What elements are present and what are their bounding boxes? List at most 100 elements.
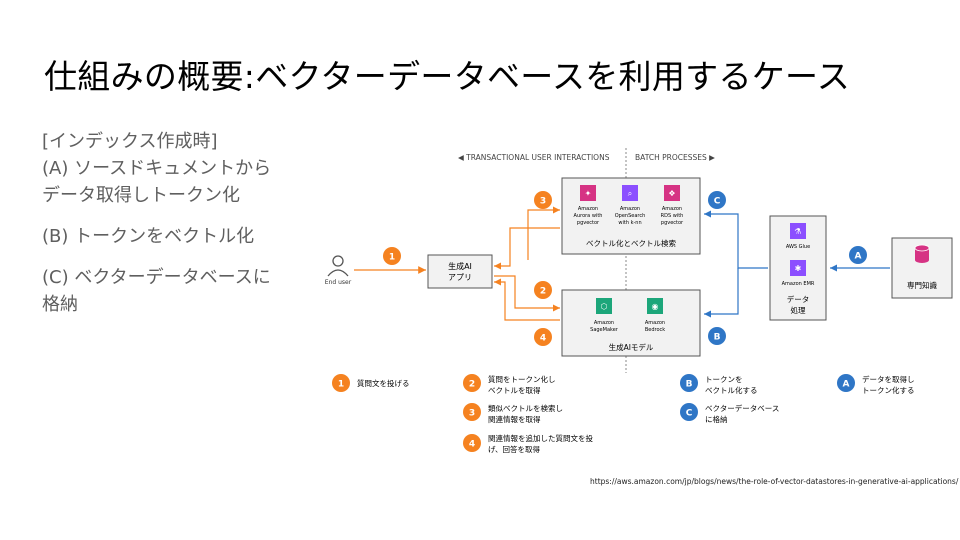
- legend-a-text-1: データを取得し: [862, 374, 915, 384]
- legend-b-text-2: ベクトル化する: [705, 385, 758, 395]
- arrow-processing-to-db: [704, 210, 768, 269]
- sagemaker-icon: [596, 298, 612, 314]
- arrow-app-to-model: [494, 275, 560, 312]
- step-3-marker: [534, 191, 552, 209]
- bullet-c-line1: (C) ベクターデータベースに: [42, 267, 271, 288]
- app-label-line2: アプリ: [448, 273, 472, 282]
- step-c-marker: [708, 191, 726, 209]
- legend-3-text-2: 関連情報を取得: [488, 414, 541, 424]
- opensearch-label-2: OpenSearch: [615, 213, 646, 219]
- aurora-label-2: Aurora with: [574, 213, 603, 219]
- emr-icon: [790, 260, 806, 276]
- legend-1-marker: [332, 374, 350, 392]
- bullet-a-line1: (A) ソースドキュメントから: [42, 158, 272, 179]
- genai-app-box: [427, 254, 493, 289]
- legend-c-marker: [680, 403, 698, 421]
- knowledge-label: 専門知識: [907, 280, 937, 290]
- processing-label-1: データ: [787, 294, 810, 304]
- aurora-icon: [580, 185, 596, 201]
- legend-c-text-1: ベクターデータベース: [705, 403, 779, 413]
- glue-label: AWS Glue: [786, 244, 810, 250]
- svg-text:❖: ❖: [668, 189, 675, 198]
- opensearch-label-1: Amazon: [620, 206, 640, 212]
- legend-1-number: 1: [338, 380, 344, 390]
- step-1-number: 1: [389, 253, 395, 263]
- legend-1-text: 質問文を投げる: [357, 378, 410, 388]
- sagemaker-label-1: Amazon: [594, 320, 614, 326]
- opensearch-label-3: with k-nn: [618, 220, 641, 226]
- header-transactional: ◀ TRANSACTIONAL USER INTERACTIONS: [458, 153, 610, 162]
- step-2-number: 2: [540, 287, 546, 297]
- aurora-label-3: pgvector: [577, 220, 600, 226]
- emr-label: Amazon EMR: [782, 281, 815, 287]
- database-icon: [914, 244, 930, 263]
- step-a-number: A: [855, 252, 862, 262]
- legend: 1 質問文を投げる 2 質問をトークン化し ベクトルを取得 3 類似ベクトルを検…: [332, 374, 915, 454]
- legend-3-text-1: 類似ベクトルを検索し: [488, 403, 563, 413]
- bullet-b: (B) トークンをベクトル化: [42, 226, 255, 247]
- rds-icon: [664, 185, 680, 201]
- legend-4-text-2: げ、回答を取得: [488, 444, 540, 454]
- slide-title: 仕組みの概要:ベクターデータベースを利用するケース: [44, 57, 850, 96]
- bullet-list: [インデックス作成時] (A) ソースドキュメントから データ取得しトークン化 …: [42, 128, 271, 318]
- end-user-label: End user: [325, 279, 352, 286]
- step-3-number: 3: [540, 197, 546, 207]
- svg-text:◉: ◉: [652, 302, 659, 311]
- legend-2-text-1: 質問をトークン化し: [488, 374, 556, 384]
- source-url: https://aws.amazon.com/jp/blogs/news/the…: [590, 477, 959, 486]
- vector-db-box-label: ベクトル化とベクトル検索: [586, 238, 676, 248]
- genai-model-box-label: 生成AIモデル: [609, 342, 654, 352]
- legend-b-text-1: トークンを: [705, 375, 743, 384]
- app-label-line1: 生成AI: [448, 261, 472, 271]
- step-4-number: 4: [540, 334, 546, 344]
- legend-4-number: 4: [469, 440, 475, 450]
- legend-2-marker: [463, 374, 481, 392]
- legend-2-text-2: ベクトルを取得: [488, 385, 541, 395]
- bedrock-label-1: Amazon: [645, 320, 665, 326]
- step-4-marker: [534, 328, 552, 346]
- arrow-processing-to-model: [704, 268, 739, 318]
- legend-a-number: A: [843, 380, 850, 390]
- arrow-db-to-app: [494, 227, 560, 270]
- legend-b-number: B: [686, 380, 693, 390]
- glue-icon: [790, 223, 806, 239]
- processing-label-2: 処理: [791, 305, 806, 315]
- legend-4-text-1: 関連情報を追加した質問文を投: [488, 433, 593, 443]
- bullet-heading: [インデックス作成時]: [42, 131, 218, 152]
- legend-c-text-2: に格納: [705, 414, 728, 424]
- legend-a-text-2: トークン化する: [862, 385, 915, 395]
- rds-label-1: Amazon: [662, 206, 682, 212]
- aurora-label-1: Amazon: [578, 206, 598, 212]
- bullet-c-line2: 格納: [42, 294, 78, 315]
- step-b-number: B: [714, 333, 721, 343]
- legend-2-number: 2: [469, 380, 475, 390]
- opensearch-icon: [622, 185, 638, 201]
- header-batch: BATCH PROCESSES ▶: [635, 153, 715, 162]
- legend-a-marker: [837, 374, 855, 392]
- legend-c-number: C: [686, 409, 693, 419]
- step-c-number: C: [714, 197, 721, 207]
- rds-label-2: RDS with: [661, 213, 684, 219]
- rds-label-3: pgvector: [661, 220, 684, 226]
- legend-3-marker: [463, 403, 481, 421]
- architecture-diagram: ◀ TRANSACTIONAL USER INTERACTIONS BATCH …: [325, 148, 953, 454]
- step-b-marker: [708, 327, 726, 345]
- legend-b-marker: [680, 374, 698, 392]
- svg-text:✦: ✦: [585, 189, 592, 198]
- sagemaker-label-2: SageMaker: [590, 327, 619, 333]
- bullet-a-line2: データ取得しトークン化: [42, 185, 240, 206]
- svg-text:⬡: ⬡: [601, 302, 608, 311]
- step-2-marker: [534, 281, 552, 299]
- bedrock-label-2: Bedrock: [645, 327, 665, 333]
- step-a-marker: [849, 246, 867, 264]
- svg-text:⚗: ⚗: [794, 227, 801, 236]
- user-icon: [327, 255, 349, 277]
- bedrock-icon: [647, 298, 663, 314]
- arrow-app-to-db: [527, 206, 560, 260]
- legend-3-number: 3: [469, 409, 475, 419]
- genai-model-box: [561, 289, 701, 357]
- svg-text:⌕: ⌕: [628, 189, 632, 198]
- arrow-model-to-app: [494, 278, 560, 321]
- step-1-marker: [383, 247, 401, 265]
- legend-4-marker: [463, 434, 481, 452]
